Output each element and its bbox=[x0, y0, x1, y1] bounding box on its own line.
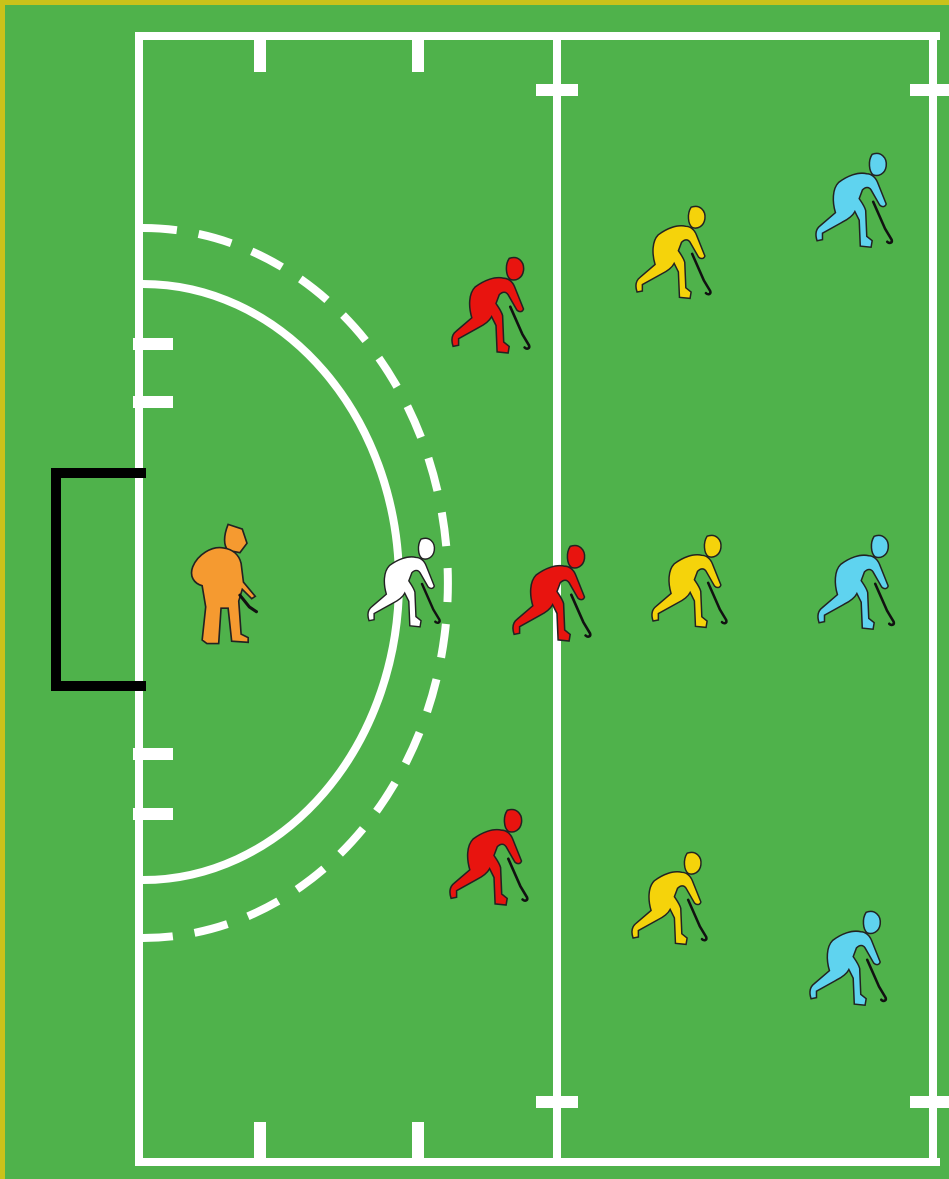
midline-tick bbox=[536, 84, 578, 96]
goal-line-tick bbox=[133, 808, 173, 820]
midline-tick bbox=[536, 1096, 578, 1108]
top-tick bbox=[254, 36, 266, 72]
goal-line-tick bbox=[133, 338, 173, 350]
bottom-tick bbox=[254, 1122, 266, 1162]
sideline-tick bbox=[910, 84, 949, 96]
pitch-turf bbox=[5, 5, 949, 1179]
goal-line-tick bbox=[133, 396, 173, 408]
sideline-tick bbox=[910, 1096, 949, 1108]
bottom-tick bbox=[412, 1122, 424, 1162]
goal-line-tick bbox=[133, 748, 173, 760]
top-tick bbox=[412, 36, 424, 72]
